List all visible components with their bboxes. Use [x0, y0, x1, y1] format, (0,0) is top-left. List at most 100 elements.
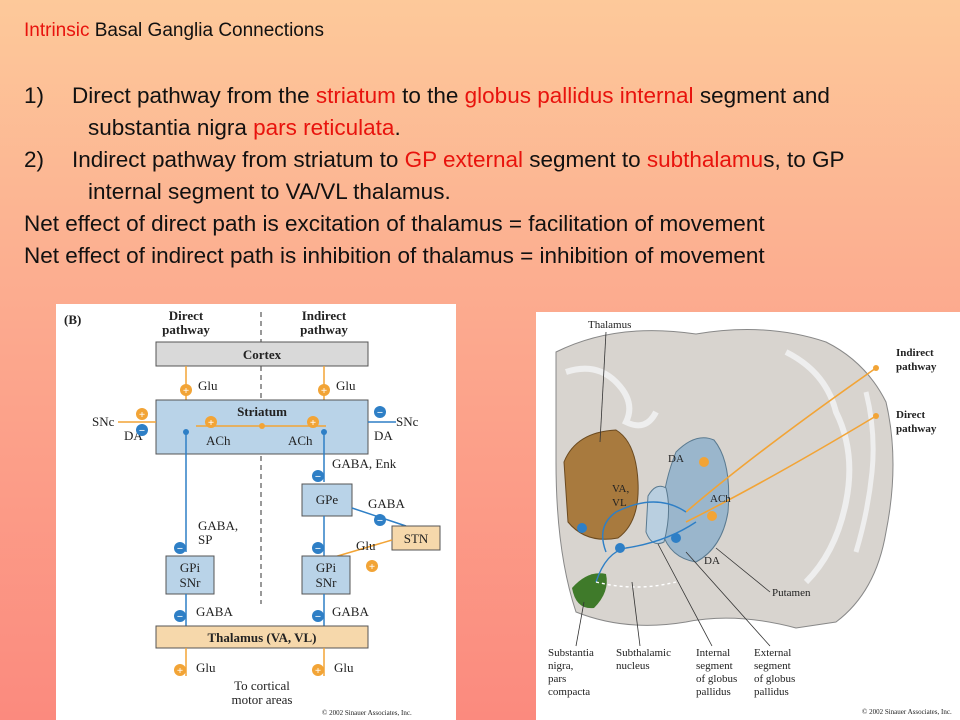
plus-icon — [174, 664, 186, 676]
slide-body: 1)Direct pathway from the striatum to th… — [24, 80, 960, 272]
cortex-label: Cortex — [243, 347, 282, 362]
net-effect-indirect: Net effect of indirect path is inhibitio… — [24, 243, 765, 268]
plus-icon — [136, 408, 148, 420]
heading-rest: Basal Ganglia Connections — [89, 20, 324, 41]
svg-text:−: − — [377, 407, 383, 419]
segment-accent: globus pallidus internal — [464, 83, 694, 108]
copyright-b: © 2002 Sinauer Associates, Inc. — [322, 709, 412, 717]
plus-icon — [205, 416, 217, 428]
external-label-4: pallidus — [754, 686, 789, 698]
minus-icon — [577, 523, 587, 533]
segment: segment and — [693, 83, 830, 108]
segment: s, to GP — [763, 147, 845, 172]
snc-label-left: SNc — [92, 414, 115, 429]
internal-label-1: Internal — [696, 647, 730, 659]
da-label-bottom: DA — [704, 555, 720, 567]
striatum-label: Striatum — [237, 404, 287, 419]
svg-text:+: + — [208, 417, 214, 429]
gpi-label-indirect: GPi — [316, 560, 337, 575]
substantia-label-2: nigra, — [548, 660, 574, 672]
thalamus-box — [155, 625, 369, 649]
gaba-sp-label-1: GABA, — [198, 518, 238, 533]
external-label-1: External — [754, 647, 791, 659]
direct-column-label-1: Direct — [169, 308, 204, 323]
minus-icon — [174, 610, 186, 622]
slide-heading: Intrinsic Basal Ganglia Connections — [24, 20, 324, 42]
segment: to the — [395, 83, 465, 108]
svg-text:−: − — [315, 611, 321, 623]
glu-label-direct: Glu — [198, 378, 218, 393]
point-number: 1) — [24, 83, 45, 108]
gaba-label-direct: GABA — [196, 604, 233, 619]
putamen-label: Putamen — [772, 587, 811, 599]
glu-label-stn: Glu — [356, 538, 376, 553]
svg-text:−: − — [315, 543, 321, 555]
heading-accent: Intrinsic — [24, 20, 90, 41]
panel-label: (B) — [64, 312, 81, 327]
minus-icon — [615, 543, 625, 553]
minus-icon — [374, 514, 386, 526]
pathway-diagram: (B) Direct pathway Indirect pathway Cort… — [56, 304, 456, 720]
svg-text:+: + — [321, 385, 327, 397]
direct-label-2: pathway — [896, 423, 937, 435]
segment-accent: pars reticulata — [253, 115, 395, 140]
gaba-label-gpe: GABA — [368, 496, 405, 511]
substantia-label-4: compacta — [548, 686, 590, 698]
plus-icon — [699, 457, 709, 467]
internal-label-4: pallidus — [696, 686, 731, 698]
point-number: 2) — [24, 147, 45, 172]
segment-accent: GP external — [404, 147, 524, 172]
svg-text:−: − — [315, 471, 321, 483]
plus-icon — [318, 384, 330, 396]
svg-text:+: + — [315, 665, 321, 677]
direct-column-label-2: pathway — [162, 322, 210, 337]
svg-text:+: + — [310, 417, 316, 429]
internal-label-2: segment — [696, 660, 733, 672]
thalamus-label: Thalamus — [588, 319, 631, 331]
ach-label-indirect: ACh — [288, 433, 313, 448]
plus-icon — [307, 416, 319, 428]
cortical-label-1: To cortical — [234, 678, 290, 693]
svg-text:−: − — [177, 611, 183, 623]
glu-output-direct: Glu — [196, 660, 216, 675]
svg-text:+: + — [183, 385, 189, 397]
internal-label-3: of globus — [696, 673, 737, 685]
copyright-brain: © 2002 Sinauer Associates, Inc. — [862, 708, 952, 716]
point-2-continuation: internal segment to VA/VL thalamus. — [24, 176, 960, 208]
ach-label-direct: ACh — [206, 433, 231, 448]
segment: Indirect pathway from striatum to — [72, 147, 405, 172]
snc-label-right: SNc — [396, 414, 419, 429]
snr-label-direct: SNr — [180, 575, 202, 590]
gpe-label: GPe — [316, 492, 339, 507]
net-effect-direct: Net effect of direct path is excitation … — [24, 211, 765, 236]
indirect-label-2: pathway — [896, 361, 937, 373]
glu-label-indirect: Glu — [336, 378, 356, 393]
va-label: VA, — [612, 483, 629, 495]
point-1-continuation: substantia nigra pars reticulata. — [24, 112, 960, 144]
thalamus-label: Thalamus (VA, VL) — [208, 630, 317, 645]
indirect-column-label-2: pathway — [300, 322, 348, 337]
blue-pathway-line — [602, 501, 687, 553]
gpi-snr-box-direct — [165, 555, 215, 595]
thalamus-region — [563, 429, 639, 540]
da-label-right: DA — [374, 428, 393, 443]
svg-text:+: + — [369, 561, 375, 573]
minus-icon — [312, 470, 324, 482]
ach-label: ACh — [710, 493, 731, 505]
segment: internal segment to VA/VL thalamus. — [88, 179, 451, 204]
segment-accent: striatum — [315, 83, 396, 108]
minus-icon — [671, 533, 681, 543]
point-2: 2) Indirect pathway from striatum to GP e… — [24, 144, 960, 176]
direct-pathway-line — [685, 415, 877, 523]
gpi-label-direct: GPi — [180, 560, 201, 575]
gpi-snr-box-indirect — [301, 555, 351, 595]
globus-pallidus-region — [645, 485, 670, 545]
stn-box — [391, 525, 441, 551]
indirect-column-label-1: Indirect — [302, 308, 347, 323]
plus-icon — [180, 384, 192, 396]
svg-text:−: − — [377, 515, 383, 527]
svg-text:+: + — [139, 409, 145, 421]
minus-icon — [174, 542, 186, 554]
external-label-3: of globus — [754, 673, 795, 685]
substantia-label-1: Substantia — [548, 647, 594, 659]
